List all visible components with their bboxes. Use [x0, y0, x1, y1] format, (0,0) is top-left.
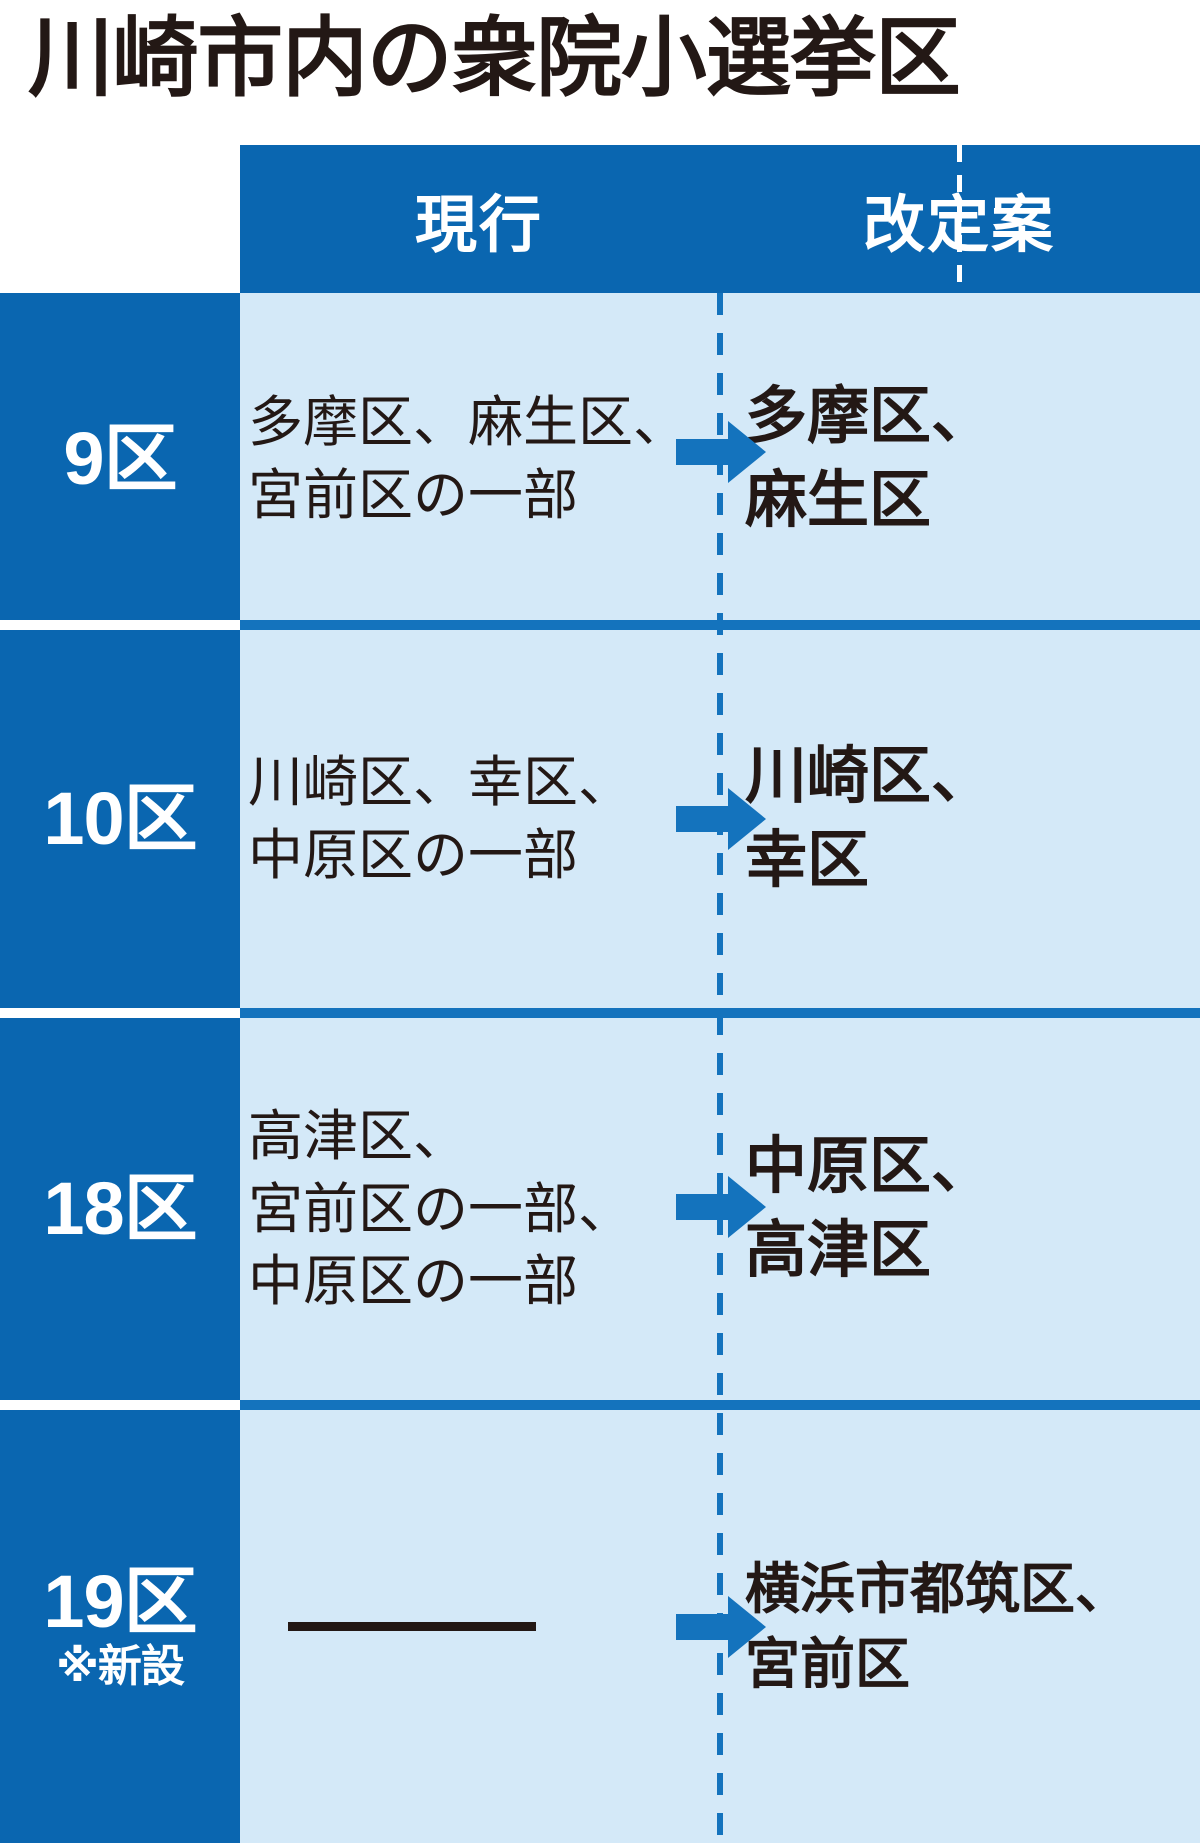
current-line: 中原区の一部 [248, 824, 579, 886]
revised-line: 川崎区、 [745, 742, 994, 812]
row-separator [240, 1400, 1200, 1410]
district-label-cell: 10区 [0, 630, 240, 1008]
header-dashed-divider [957, 145, 962, 293]
current-districts-cell: 高津区、 宮前区の一部、 中原区の一部 [240, 1018, 718, 1400]
revised-districts-cell: 川崎区、 幸区 [723, 630, 1200, 1008]
body-dashed-divider [717, 293, 723, 1843]
table-row: 10区 川崎区、幸区、 中原区の一部 川崎区、 幸区 [0, 630, 1200, 1008]
district-label-cell: 18区 [0, 1018, 240, 1400]
current-line: 中原区の一部 [248, 1250, 579, 1313]
table-row: 19区 ※新設 横浜市都筑区、 宮前区 [0, 1410, 1200, 1843]
current-line: 宮前区の一部、 [248, 1177, 634, 1240]
right-arrow-icon [676, 788, 766, 850]
row-separator-gap [0, 620, 240, 630]
revised-line: 高津区 [745, 1216, 932, 1285]
right-arrow-icon [676, 421, 766, 483]
revised-line: 中原区、 [745, 1132, 994, 1202]
revised-line: 横浜市都筑区、 [745, 1558, 1131, 1621]
table-body: 9区 多摩区、麻生区、 宮前区の一部 多摩区、 麻生区 [0, 293, 1200, 1843]
district-number: 18区 [43, 1167, 197, 1251]
current-line: 高津区、 [248, 1105, 469, 1168]
table-header: 現行 改定案 [240, 145, 1200, 293]
row-separator [240, 1008, 1200, 1018]
current-line: 多摩区、麻生区、 [248, 391, 689, 454]
empty-dash-mark [288, 1622, 536, 1631]
districts-table: 現行 改定案 9区 多摩区、麻生区、 宮前区の一部 多摩区、 麻生区 [0, 145, 1200, 1843]
revised-districts-cell: 横浜市都筑区、 宮前区 [723, 1410, 1200, 1843]
current-line: 川崎区、幸区、 [248, 751, 634, 814]
row-separator-gap [0, 1400, 240, 1410]
district-number: 10区 [43, 777, 197, 861]
table-row: 18区 高津区、 宮前区の一部、 中原区の一部 中原区、 高津区 [0, 1018, 1200, 1400]
row-separator [240, 620, 1200, 630]
revised-line: 宮前区 [745, 1632, 911, 1695]
revised-line: 幸区 [745, 826, 870, 895]
header-current: 現行 [414, 191, 543, 260]
right-arrow-icon [676, 1176, 766, 1238]
row-separator-gap [0, 1008, 240, 1018]
current-districts-cell: 多摩区、麻生区、 宮前区の一部 [240, 293, 718, 625]
page-title: 川崎市内の衆院小選挙区 [28, 10, 961, 107]
revised-districts-cell: 多摩区、 麻生区 [723, 293, 1200, 625]
current-districts-cell [240, 1410, 718, 1843]
district-number: 9区 [63, 417, 177, 501]
district-label-cell: 9区 [0, 293, 240, 625]
district-number: 19区 [43, 1559, 197, 1643]
current-line: 宮前区の一部 [248, 464, 579, 526]
revised-districts-cell: 中原区、 高津区 [723, 1018, 1200, 1400]
revised-line: 多摩区、 [745, 382, 994, 452]
district-note: ※新設 [56, 1642, 185, 1692]
right-arrow-icon [676, 1596, 766, 1658]
district-label-cell: 19区 ※新設 [0, 1410, 240, 1843]
revised-line: 麻生区 [745, 466, 932, 535]
current-districts-cell: 川崎区、幸区、 中原区の一部 [240, 630, 718, 1008]
table-row: 9区 多摩区、麻生区、 宮前区の一部 多摩区、 麻生区 [0, 293, 1200, 625]
